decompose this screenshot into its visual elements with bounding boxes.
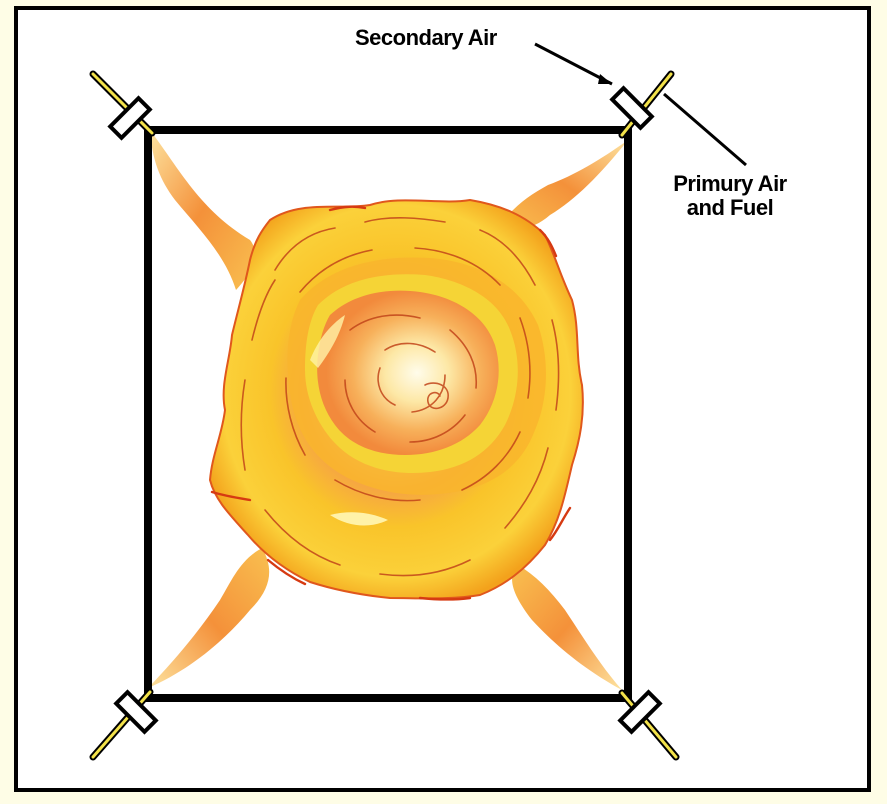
flame-jet-bottom-right [512,565,622,690]
fireball [210,200,583,600]
secondary-air-nozzle [110,98,150,138]
primary-air-leader [664,94,746,165]
burner-top-left [93,74,152,138]
secondary-air-nozzle [612,88,652,128]
secondary-air-arrowhead [598,74,612,84]
primary-air-fuel-label: Primury Air and Fuel [670,172,790,220]
burner-bottom-right [620,692,676,757]
burner-top-right [612,74,671,135]
flame-jet-top-left [150,130,255,290]
primary-air-label-line1: Primury Air [670,172,790,196]
flame-jet-bottom-left [148,548,269,688]
secondary-air-label: Secondary Air [355,26,497,50]
primary-air-label-line2: and Fuel [670,196,790,220]
